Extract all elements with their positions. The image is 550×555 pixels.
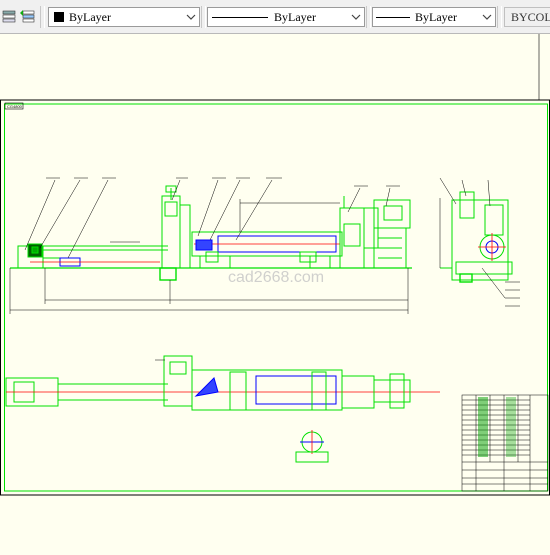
chevron-down-icon (482, 8, 492, 26)
watermark-text: cad2668.com (228, 269, 324, 286)
front-elevation (10, 185, 412, 281)
dimensions (9, 199, 409, 314)
color-label: ByLayer (69, 10, 111, 24)
lineweight-dropdown[interactable]: ByLayer (372, 7, 496, 27)
toolbar-separator (40, 6, 45, 28)
cad-drawing: CG4800 (0, 30, 550, 550)
color-swatch (54, 12, 64, 22)
title-frame (4, 103, 548, 492)
lineweight-label: ByLayer (415, 10, 457, 24)
color-dropdown[interactable]: ByLayer (48, 7, 200, 27)
linetype-dropdown[interactable]: ByLayer (207, 7, 365, 27)
section-detail (295, 430, 329, 463)
properties-toolbar: ByLayer ByLayer ByLayer BYCOLOR (0, 0, 550, 34)
front-leaders (24, 177, 400, 259)
chevron-down-icon (351, 8, 361, 26)
linetype-preview (212, 17, 268, 18)
layer-previous-icon[interactable] (19, 8, 36, 25)
toolbar-separator (497, 6, 502, 28)
linetype-label: ByLayer (274, 10, 316, 24)
drawing-canvas[interactable]: CG4800 (0, 30, 550, 550)
toolbar-separator (201, 6, 206, 28)
chevron-down-icon (186, 8, 196, 26)
side-elevation (440, 191, 513, 283)
toolbar-separator (366, 6, 371, 28)
title-block (461, 394, 549, 492)
svg-text:CG4800: CG4800 (7, 104, 23, 109)
plan-view (5, 355, 440, 411)
plotstyle-dropdown[interactable]: BYCOLOR (504, 7, 550, 27)
plotstyle-label: BYCOLOR (511, 10, 550, 24)
title-block-fill (478, 397, 516, 457)
layer-states-icon[interactable] (1, 8, 18, 25)
lineweight-preview (376, 17, 410, 18)
